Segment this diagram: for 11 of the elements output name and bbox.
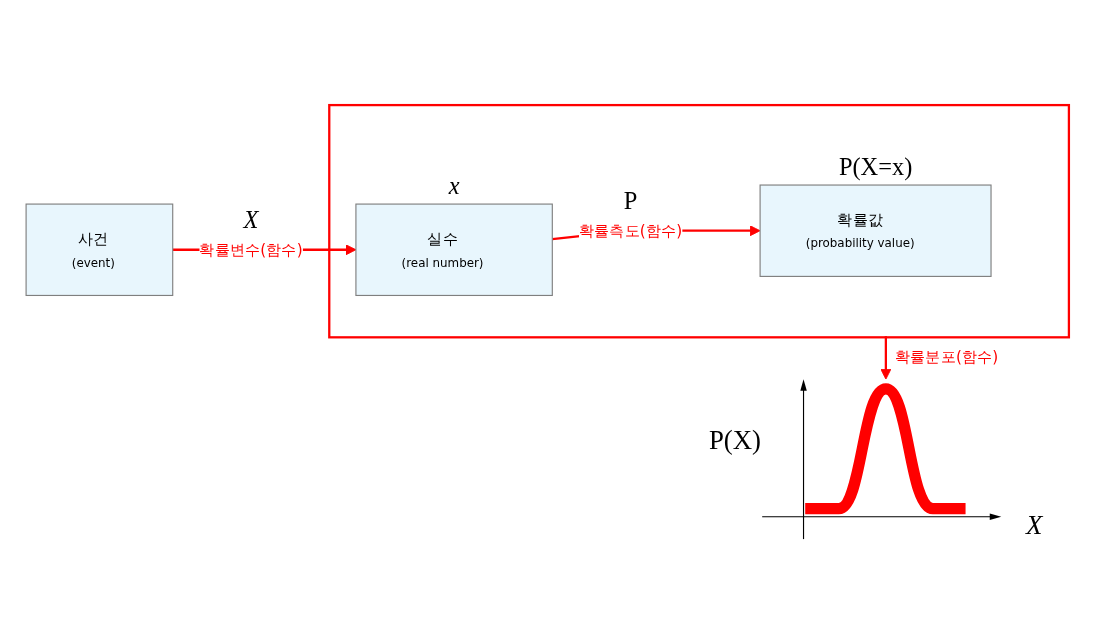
formula-label: x	[448, 173, 460, 198]
arrow	[880, 336, 892, 380]
process-box: 실수 (real number)	[355, 203, 553, 296]
axis-label: P(X)	[708, 427, 761, 454]
bell-curve-chart-drawing	[761, 379, 1002, 540]
symbol-label: X	[243, 207, 259, 233]
process-box: 사건 (event)	[25, 203, 174, 296]
process-box: 확률값 (probability value)	[759, 184, 992, 277]
symbol-label: P	[623, 188, 638, 214]
axis-label: X	[1025, 512, 1043, 539]
formula-label: P(X=x)	[838, 154, 913, 179]
